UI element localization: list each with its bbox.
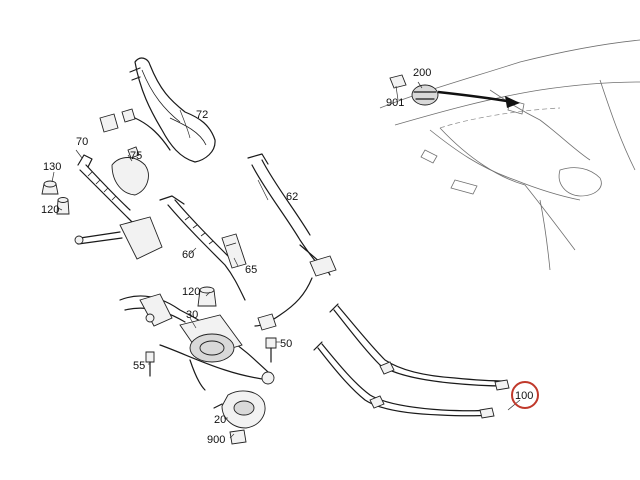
- leader-lines: [51, 81, 521, 439]
- callout-130: 130: [43, 161, 61, 173]
- part-20-motor: [213, 390, 266, 429]
- part-130-cap: [41, 180, 59, 195]
- callout-901: 901: [386, 97, 404, 109]
- part-120-grommet-mid: [197, 286, 217, 307]
- part-50-bolt: [265, 337, 277, 363]
- pointer-arrow: [437, 90, 520, 108]
- part-30-linkage-frame: [119, 293, 275, 391]
- part-901-clip: [389, 74, 407, 89]
- part-62-arm: [247, 153, 337, 331]
- part-72-cover: [129, 57, 216, 163]
- part-65-bracket: [221, 233, 247, 269]
- callout-120-mid: 120: [182, 286, 200, 298]
- part-60-rod: [159, 195, 246, 301]
- part-75-connector: [99, 108, 171, 196]
- callout-70: 70: [76, 136, 88, 148]
- highlight-ring-100: [511, 381, 539, 409]
- callout-65: 65: [245, 264, 257, 276]
- part-100-wiper-blade-lower: [313, 341, 495, 419]
- callout-50: 50: [280, 338, 292, 350]
- callout-72: 72: [196, 109, 208, 121]
- callout-100: 100: [515, 390, 533, 402]
- callout-75: 75: [130, 150, 142, 162]
- callout-120-left: 120: [41, 204, 59, 216]
- part-70-linkage: [74, 154, 163, 260]
- callout-30: 30: [186, 309, 198, 321]
- callout-900: 900: [207, 434, 225, 446]
- part-900-connector: [229, 429, 247, 445]
- part-200-sensor: [411, 84, 439, 106]
- callout-20: 20: [214, 414, 226, 426]
- callout-62: 62: [286, 191, 298, 203]
- callout-200: 200: [413, 67, 431, 79]
- part-100-wiper-blade-upper: [329, 303, 510, 391]
- car-front-outline: [379, 39, 640, 271]
- part-120-grommet-left: [56, 197, 70, 215]
- callout-55: 55: [133, 360, 145, 372]
- callout-60: 60: [182, 249, 194, 261]
- callout-labels: 200 901 72 70 75 130 62 120 60 65 120 30…: [41, 67, 539, 446]
